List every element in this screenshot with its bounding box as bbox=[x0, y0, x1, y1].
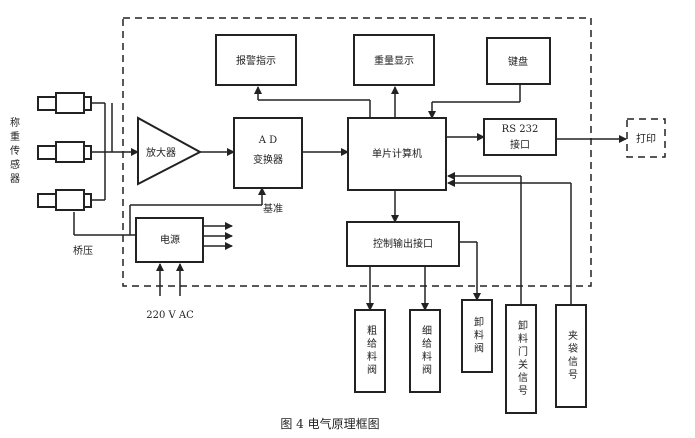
ad-converter-label: 变换器 bbox=[253, 153, 283, 166]
figure-caption: 图 4 电气原理框图 bbox=[280, 416, 379, 431]
fine-feed-valve-label: 细给料阀 bbox=[420, 324, 432, 377]
connection-lines bbox=[73, 84, 627, 311]
mcu-label: 单片计算机 bbox=[372, 147, 422, 160]
amplifier-label: 放大器 bbox=[146, 146, 176, 159]
coarse-feed-valve-box bbox=[354, 309, 386, 393]
clamp-bag-signal-box bbox=[555, 304, 587, 408]
rs232-interface-box bbox=[483, 118, 557, 156]
printer-label: 打印 bbox=[636, 132, 656, 145]
ad-converter-box bbox=[233, 117, 303, 189]
load-cell-2 bbox=[37, 141, 92, 163]
weighing-sensor-label: 称重传感器 bbox=[8, 116, 20, 187]
keyboard-box bbox=[486, 37, 551, 85]
power-supply-box bbox=[135, 217, 204, 263]
weight-display-label: 重量显示 bbox=[374, 54, 414, 67]
rs232-interface-label: 接口 bbox=[510, 138, 530, 151]
load-cell-1 bbox=[37, 92, 92, 114]
discharge-gate-signal-box bbox=[505, 304, 537, 414]
mains-voltage-label: 220 V AC bbox=[146, 310, 194, 321]
bridge-voltage-label: 桥压 bbox=[73, 245, 93, 257]
coarse-feed-valve-label: 粗给料阀 bbox=[365, 325, 377, 377]
discharge-valve-label: 卸料阀 bbox=[472, 315, 484, 355]
discharge-gate-signal-label: 卸料门关信号 bbox=[516, 319, 528, 398]
control-output-box bbox=[346, 221, 460, 267]
mcu-box bbox=[347, 117, 447, 191]
alarm-indicator-label: 报警指示 bbox=[236, 54, 276, 67]
alarm-indicator-box bbox=[215, 34, 297, 86]
reference-label: 基准 bbox=[263, 202, 283, 215]
ad-converter-title: A D bbox=[258, 135, 277, 146]
printer-box bbox=[626, 118, 666, 158]
discharge-valve-box bbox=[461, 299, 493, 373]
power-supply-label: 电源 bbox=[160, 233, 180, 246]
amplifier-triangle bbox=[137, 116, 203, 186]
control-output-label: 控制输出接口 bbox=[373, 237, 433, 250]
keyboard-label: 键盘 bbox=[508, 55, 528, 68]
load-cell-3 bbox=[37, 189, 92, 211]
rs232-label: RS 232 bbox=[502, 124, 539, 135]
clamp-bag-signal-label: 夹袋信号 bbox=[566, 329, 578, 382]
weight-display-box bbox=[353, 34, 435, 86]
fine-feed-valve-box bbox=[409, 309, 441, 393]
